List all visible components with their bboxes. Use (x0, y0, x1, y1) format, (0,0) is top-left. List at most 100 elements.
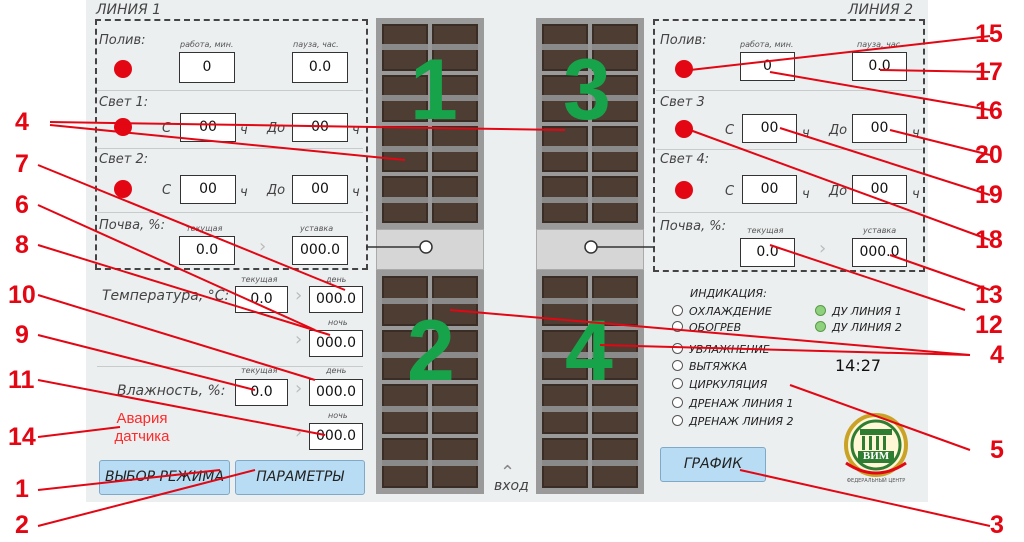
callout-5: 5 (990, 436, 1004, 464)
indicator-circle (672, 397, 683, 408)
plant-tray (592, 330, 638, 380)
line1-soil-current-value: 0.0 (179, 236, 235, 265)
temp-current-label: текущая (241, 275, 278, 284)
plant-tray (382, 438, 428, 488)
indicator-remote-line1: ДУ ЛИНИЯ 1 (815, 305, 902, 318)
callout-15: 15 (975, 20, 1003, 48)
tray-rail (432, 460, 478, 466)
tray-rail (542, 196, 588, 203)
plant-tray (432, 74, 478, 122)
tray-rail (382, 406, 428, 412)
callout-11: 11 (8, 366, 35, 394)
temp-day-label: день (326, 275, 347, 284)
line2-light4-status-dot (675, 181, 693, 199)
plant-tray (542, 330, 588, 380)
line2-watering-status-dot (675, 60, 693, 78)
light-to-label: До (267, 183, 286, 198)
plant-tray (382, 384, 428, 434)
tray-rail (542, 352, 588, 358)
indicator-label: ДРЕНАЖ ЛИНИЯ 1 (689, 397, 794, 410)
indicator-circle (672, 415, 683, 426)
callout-18: 18 (975, 226, 1003, 254)
chevron-right-icon: › (819, 238, 827, 259)
parameters-button[interactable]: ПАРАМЕТРЫ (235, 460, 365, 495)
tray-rail (432, 352, 478, 358)
line2-light4-label: Свет 4: (660, 152, 710, 167)
plant-tray (432, 125, 478, 173)
line1-watering-work-input[interactable]: 0 (179, 52, 235, 83)
line1-soil-setpoint-input[interactable]: 000.0 (292, 236, 348, 265)
divider (97, 366, 363, 367)
hour-unit: ч (352, 123, 360, 138)
hour-unit: ч (240, 185, 248, 200)
line1-light1-from-input[interactable]: 00 (180, 113, 236, 142)
tray-rail (382, 352, 428, 358)
line1-title: ЛИНИЯ 1 (96, 2, 162, 18)
line1-watering-label: Полив: (99, 33, 146, 48)
line2-light4-from-input[interactable]: 00 (742, 175, 797, 204)
tray-rail (592, 298, 638, 304)
line2-watering-work-input[interactable]: 0 (740, 52, 795, 81)
tray-rail (432, 145, 478, 152)
indication-title: ИНДИКАЦИЯ: (690, 287, 767, 300)
humidity-label: Влажность, %: (117, 383, 226, 399)
clock: 14:27 (835, 356, 882, 375)
plant-tray (382, 330, 428, 380)
indicator-circle (672, 305, 683, 316)
callout-10: 10 (8, 281, 36, 309)
soil-current-label: текущая (186, 224, 223, 233)
logo-emblem: ВИМ ФЕДЕРАЛЬНЫЙ ЦЕНТР (838, 403, 914, 493)
tray-rail (592, 95, 638, 102)
indicator-circle (815, 305, 826, 316)
tray-rail (542, 145, 588, 152)
indicator-drain-line2: ДРЕНАЖ ЛИНИЯ 2 (672, 415, 793, 428)
plant-tray (382, 74, 428, 122)
indicator-circle (815, 321, 826, 332)
plant-tray (382, 24, 428, 71)
chevron-right-icon: › (295, 285, 303, 306)
hum-day-label: день (326, 366, 347, 375)
chevron-up-icon: ⌃ (500, 462, 516, 483)
line1-light2-label: Свет 2: (99, 152, 149, 167)
line2-light3-to-input[interactable]: 00 (852, 114, 907, 143)
line1-watering-pause-input[interactable]: 0.0 (292, 52, 348, 83)
line2-light3-from-input[interactable]: 00 (742, 114, 797, 143)
plant-tray (542, 74, 588, 122)
line2-title: ЛИНИЯ 2 (848, 2, 914, 18)
indicator-humidifying: УВЛАЖНЕНИЕ (672, 343, 770, 356)
line2-light3-status-dot (675, 120, 693, 138)
line1-watering-status-dot (114, 60, 132, 78)
line2-soil-label: Почва, %: (660, 219, 727, 234)
line1-pause-label: пауза, час. (293, 40, 339, 49)
line2-pause-label: пауза, час. (857, 40, 903, 49)
plant-tray (432, 176, 478, 223)
humidity-night-input[interactable]: 000.0 (309, 423, 363, 450)
graph-button[interactable]: ГРАФИК (660, 447, 766, 482)
tray-rail (432, 95, 478, 102)
line1-light2-from-input[interactable]: 00 (180, 175, 236, 204)
line2-soil-current-value: 0.0 (740, 238, 795, 267)
tray-rail (382, 460, 428, 466)
tray-rail (382, 196, 428, 203)
line1-light2-to-input[interactable]: 00 (292, 175, 348, 204)
callout-6: 6 (15, 191, 29, 219)
line2-watering-label: Полив: (660, 33, 707, 48)
temp-night-label: ночь (328, 318, 348, 327)
line2-work-label: работа, мин. (740, 40, 794, 49)
tray-rail (542, 44, 588, 51)
hour-unit: ч (912, 126, 920, 141)
plant-tray (542, 24, 588, 71)
line2-soil-setpoint-input[interactable]: 000.0 (852, 238, 907, 267)
indicator-circle (672, 343, 683, 354)
line1-work-label: работа, мин. (180, 40, 234, 49)
tray-rail (542, 460, 588, 466)
line1-light1-to-input[interactable]: 00 (292, 113, 348, 142)
callout-20: 20 (975, 141, 1003, 169)
temperature-night-input[interactable]: 000.0 (309, 330, 363, 357)
zone-1-number: 1 (410, 42, 458, 138)
divider (97, 90, 363, 91)
logo-caption: ФЕДЕРАЛЬНЫЙ ЦЕНТР (846, 478, 906, 484)
humidity-day-input[interactable]: 000.0 (309, 379, 363, 406)
divider (656, 149, 922, 150)
callout-13: 13 (975, 281, 1003, 309)
